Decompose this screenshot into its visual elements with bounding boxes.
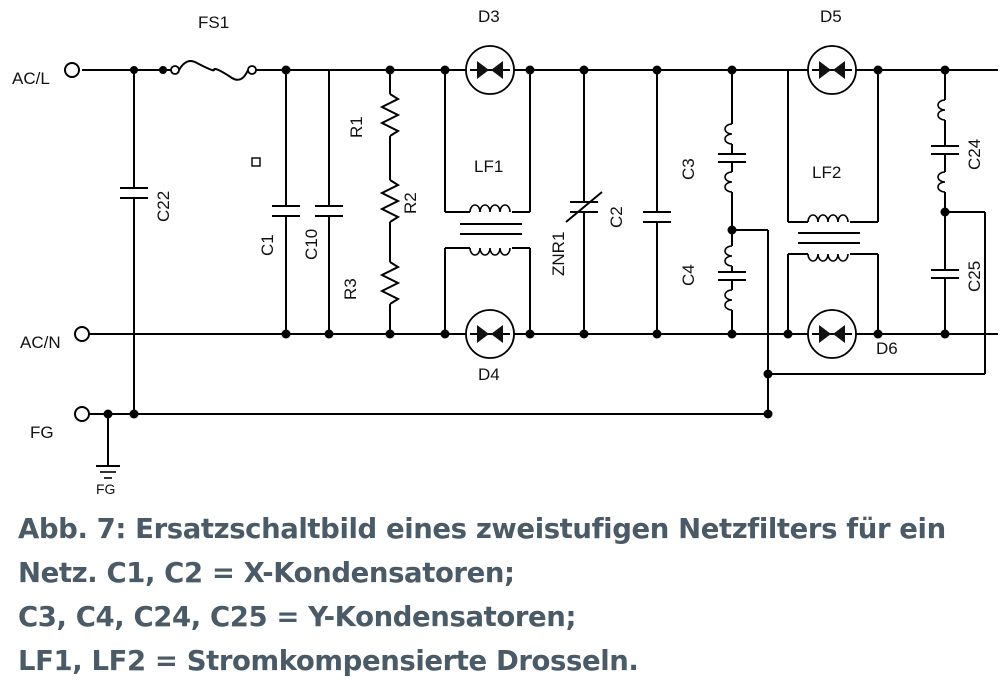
terminal-acl xyxy=(64,62,80,78)
fuse-fs1 xyxy=(170,60,257,81)
stage2-wiring xyxy=(787,70,879,334)
label-fs1: FS1 xyxy=(198,13,229,32)
varistor-znr1 xyxy=(565,70,603,334)
label-fg-ground: FG xyxy=(96,481,115,497)
caption-line-2: Netz. C1, C2 = X-Kondensatoren; xyxy=(18,557,515,589)
ground-symbol xyxy=(96,414,120,479)
capacitor-c3 xyxy=(718,70,746,230)
junction-dots xyxy=(103,65,950,419)
terminal-acn xyxy=(74,326,90,342)
diode-d4 xyxy=(465,309,515,359)
figure-caption: Abb. 7: Ersatzschaltbild eines zweistufi… xyxy=(18,507,993,683)
label-c10: C10 xyxy=(302,229,321,260)
label-acn: AC/N xyxy=(20,333,61,352)
label-c22: C22 xyxy=(154,191,173,222)
label-fg: FG xyxy=(30,423,54,442)
diode-d3 xyxy=(465,45,515,95)
label-acl: AC/L xyxy=(12,69,50,88)
caption-line-4: LF1, LF2 = Stromkompensierte Drosseln. xyxy=(18,645,639,677)
capacitor-c2 xyxy=(643,70,671,334)
capacitor-c25 xyxy=(931,212,959,334)
choke-lf1 xyxy=(460,204,522,256)
label-d4: D4 xyxy=(478,365,500,384)
rail-ground xyxy=(82,211,986,415)
label-d6: D6 xyxy=(876,339,898,358)
label-lf1: LF1 xyxy=(474,157,503,176)
marker-square xyxy=(251,157,261,167)
capacitor-c1 xyxy=(272,70,300,334)
label-d3: D3 xyxy=(478,7,500,26)
label-r3: R3 xyxy=(341,278,360,300)
label-c4: C4 xyxy=(679,264,698,286)
label-c3: C3 xyxy=(679,158,698,180)
capacitor-c4 xyxy=(718,230,746,334)
capacitor-c10 xyxy=(315,70,343,334)
terminal-fg xyxy=(74,406,90,422)
resistor-chain xyxy=(379,70,401,334)
label-c2: C2 xyxy=(607,206,626,228)
stage1-wiring xyxy=(444,70,531,334)
diode-d5 xyxy=(807,45,857,95)
label-r1: R1 xyxy=(347,116,366,138)
circuit-schematic: AC/L AC/N FG FG FS1 D3 D5 D4 D6 LF1 LF2 … xyxy=(12,7,998,497)
label-c1: C1 xyxy=(258,234,277,256)
label-znr1: ZNR1 xyxy=(549,232,568,276)
label-r2: R2 xyxy=(401,192,420,214)
label-lf2: LF2 xyxy=(812,163,841,182)
caption-line-1: Abb. 7: Ersatzschaltbild eines zweistufi… xyxy=(18,513,946,545)
label-c24: C24 xyxy=(965,139,984,170)
label-d5: D5 xyxy=(820,7,842,26)
label-c25: C25 xyxy=(965,261,984,292)
diode-d6 xyxy=(807,309,857,359)
choke-lf2 xyxy=(798,214,860,262)
capacitor-c22 xyxy=(120,70,148,414)
capacitor-c24 xyxy=(931,70,959,212)
caption-line-3: C3, C4, C24, C25 = Y-Kondensatoren; xyxy=(18,601,577,633)
